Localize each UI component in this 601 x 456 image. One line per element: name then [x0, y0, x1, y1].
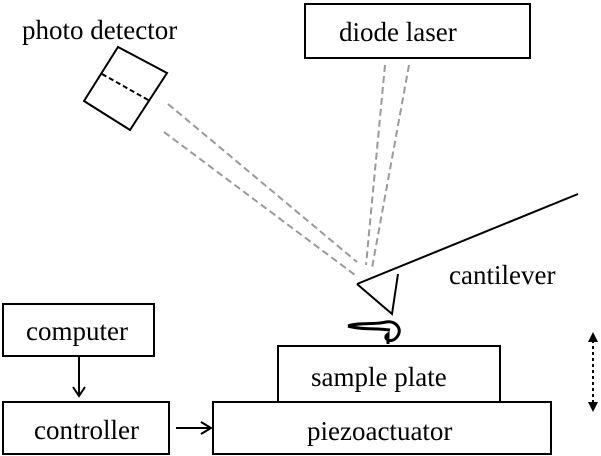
photo-detector-split-line: [101, 73, 151, 102]
diode-laser-box: [304, 3, 531, 59]
computer-to-controller-arrowhead: [72, 386, 86, 398]
controller-box: [2, 401, 170, 455]
photo-detector-label: photo detector: [22, 15, 178, 45]
cantilever-arm: [356, 193, 579, 285]
vertical-motion-arrow-bottom: [588, 402, 598, 412]
computer-label: computer: [26, 316, 128, 346]
controller-to-piezo-arrowhead: [200, 421, 213, 435]
laser-beam-line-1: [365, 64, 386, 266]
laser-beam-line-2: [371, 64, 410, 269]
cantilever-label: cantilever: [449, 260, 556, 290]
controller-label: controller: [34, 415, 139, 445]
reflected-beam-line-2: [163, 131, 356, 276]
piezoactuator-label: piezoactuator: [307, 416, 453, 446]
computer-box: [2, 303, 155, 357]
sample-feature: [347, 320, 401, 344]
vertical-motion-arrow-top: [588, 332, 598, 342]
diode-laser-label: diode laser: [339, 17, 457, 47]
sample-plate-label: sample plate: [311, 362, 447, 392]
photo-detector-shape: [82, 45, 169, 132]
reflected-beam-line-1: [167, 103, 358, 263]
cantilever-tip: [356, 273, 399, 316]
piezoactuator-box: [212, 401, 552, 455]
